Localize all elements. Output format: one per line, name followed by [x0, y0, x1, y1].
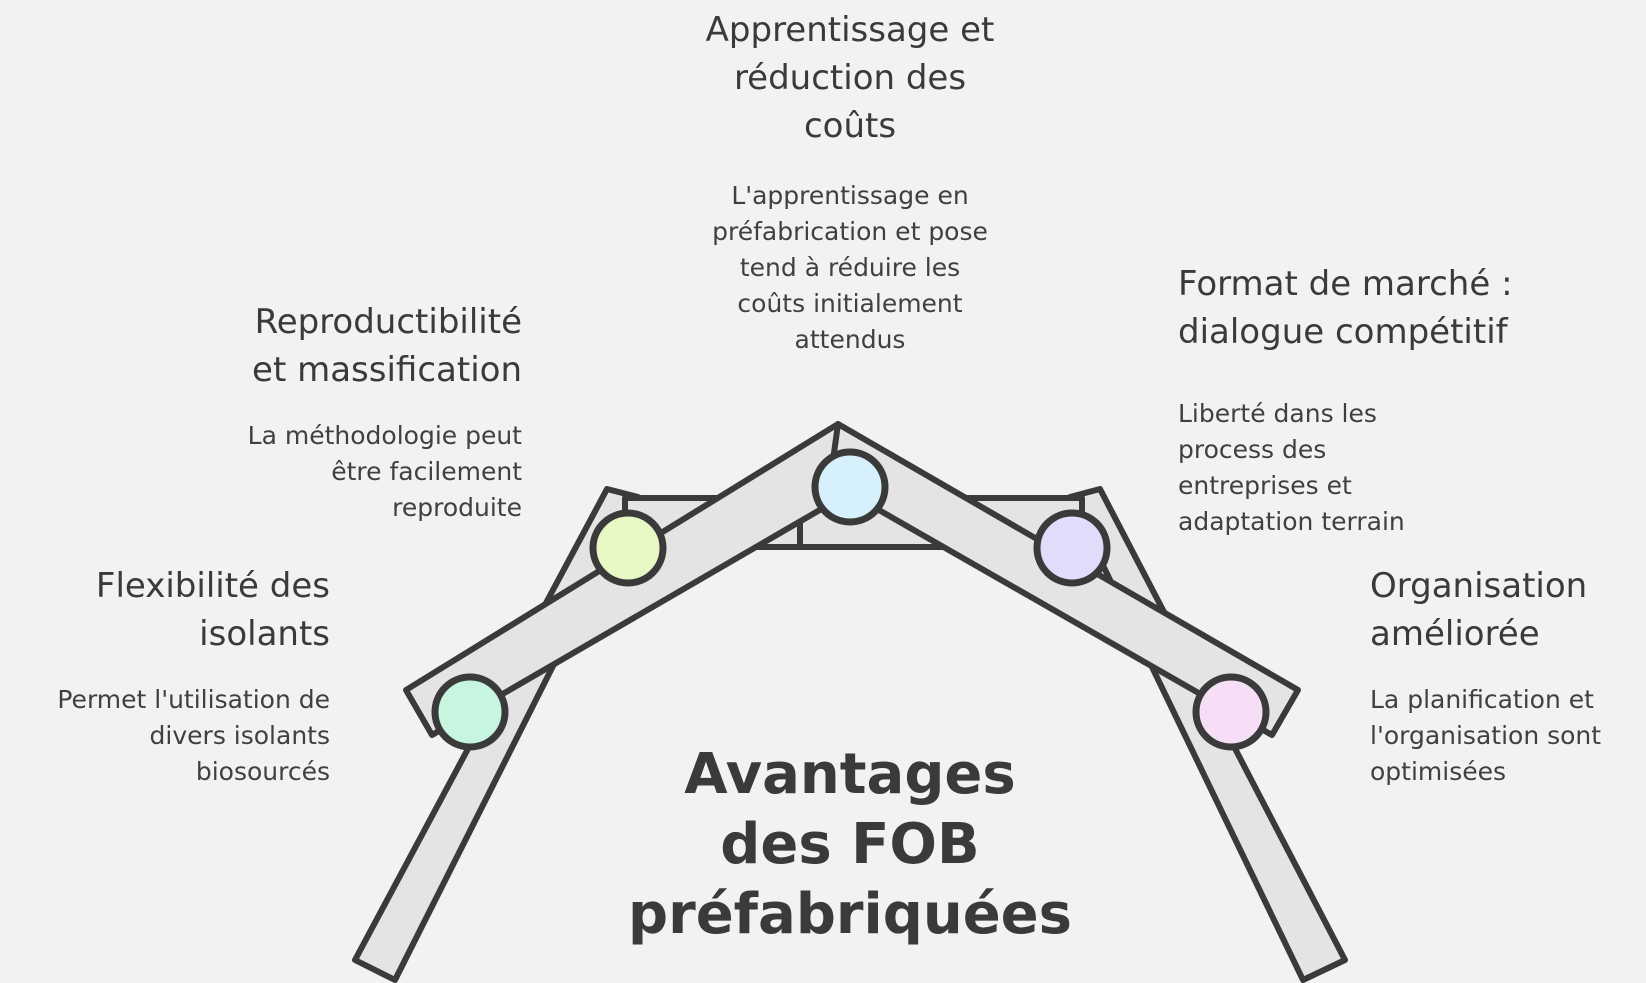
node-top-heading: Apprentissage et réduction des coûts [705, 10, 995, 146]
node-middle-left-heading: Flexibilité des isolants [95, 566, 330, 654]
node-upper-left: Reproductibilité et massification La mét… [120, 298, 522, 526]
node-middle-right-description: La planification et l'organisation sont … [1370, 685, 1602, 786]
node-middle-right: Organisation améliorée La planification … [1370, 562, 1646, 790]
node-middle-left: Flexibilité des isolants Permet l'utilis… [0, 562, 330, 790]
node-top: Apprentissage et réduction des coûts L'a… [630, 6, 1070, 358]
node-middle-left-circle [431, 673, 509, 751]
node-upper-left-description: La méthodologie peut être facilement rep… [247, 421, 522, 522]
node-upper-left-heading: Reproductibilité et massification [252, 302, 522, 390]
node-middle-right-circle [1192, 673, 1270, 751]
node-top-description: L'apprentissage en préfabrication et pos… [712, 181, 988, 354]
node-top-circle [811, 448, 889, 526]
node-upper-right-circle [1033, 509, 1111, 587]
node-upper-right-heading: Format de marché : dialogue compétitif [1178, 264, 1513, 352]
node-upper-right: Format de marché : dialogue compétitif L… [1178, 260, 1618, 540]
node-middle-left-description: Permet l'utilisation de divers isolants … [57, 685, 330, 786]
main-title: Avantages des FOB préfabriquées [628, 742, 1072, 947]
node-upper-right-description: Liberté dans les process des entreprises… [1178, 399, 1405, 536]
node-middle-right-heading: Organisation améliorée [1370, 566, 1588, 654]
node-upper-left-circle [589, 509, 667, 587]
